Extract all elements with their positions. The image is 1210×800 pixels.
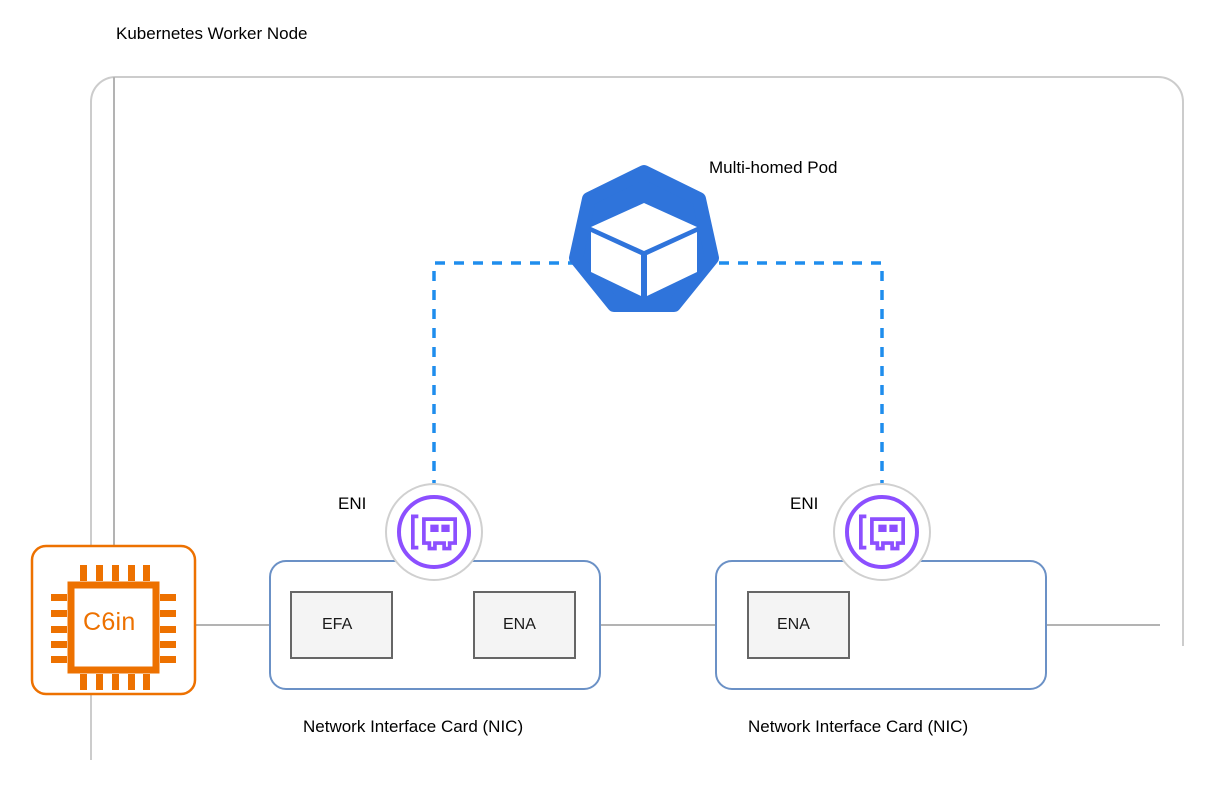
nic-label-right: Network Interface Card (NIC) (748, 717, 969, 736)
adapter-box-ena-right (747, 591, 850, 659)
ec2-instance-node[interactable] (30, 544, 197, 696)
pod-label: Multi-homed Pod (709, 158, 838, 177)
nic-label-left: Network Interface Card (NIC) (303, 717, 524, 736)
kubernetes-pod-icon[interactable] (569, 165, 719, 312)
instance-type-label: C6in (83, 608, 136, 636)
adapter-label-ena-right: ENA (777, 616, 810, 633)
adapter-label-efa: EFA (322, 616, 353, 633)
eni-ring-right (845, 495, 919, 569)
eni-ring-left (397, 495, 471, 569)
eni-label-left: ENI (338, 494, 367, 513)
pod-to-eni-left-link (432, 261, 576, 490)
cpu-chip-icon (51, 565, 176, 690)
pod-to-eni-right-link (712, 261, 884, 490)
worker-node-boundary (90, 76, 1185, 760)
adapter-label-ena-left: ENA (503, 616, 536, 633)
network-interface-icon (411, 514, 458, 551)
eni-label-right: ENI (790, 494, 819, 513)
eni-node-right[interactable] (833, 483, 931, 581)
adapter-box-ena-left (473, 591, 576, 659)
adapter-box-efa (290, 591, 393, 659)
page-title: Kubernetes Worker Node (116, 24, 308, 43)
eni-node-left[interactable] (385, 483, 483, 581)
network-interface-icon (859, 514, 906, 551)
